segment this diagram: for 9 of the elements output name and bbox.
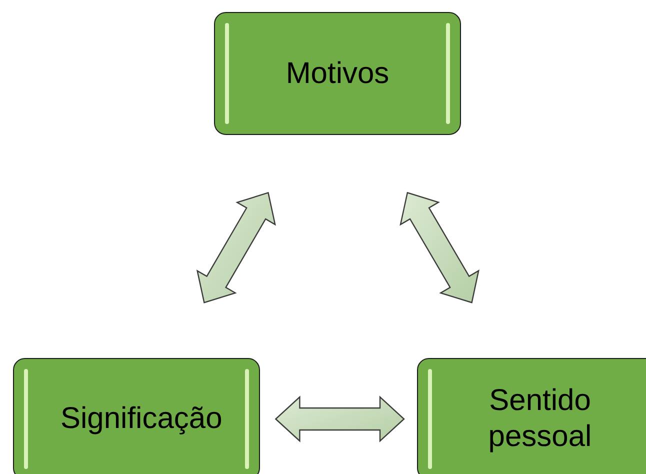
process-box	[214, 12, 461, 135]
process-box	[417, 358, 646, 474]
double-arrow	[196, 192, 276, 304]
process-box	[13, 358, 260, 474]
box-label: Motivos	[284, 56, 390, 92]
double-arrow	[274, 396, 405, 442]
box-label: Significação	[60, 401, 224, 437]
box-label: Sentido pessoal	[487, 383, 593, 455]
double-arrow	[400, 192, 480, 304]
